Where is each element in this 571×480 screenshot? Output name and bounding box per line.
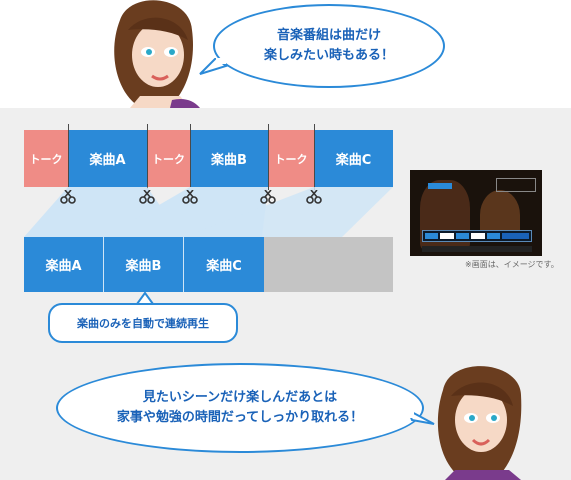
- timeline-song: 楽曲A: [68, 130, 147, 187]
- cut-line: [147, 124, 148, 190]
- cut-line: [314, 124, 315, 190]
- woman-illustration-top: [114, 0, 200, 108]
- playback-empty: [264, 237, 393, 292]
- timeline-song: 楽曲C: [314, 130, 393, 187]
- timeline-talk: トーク: [24, 130, 68, 187]
- scissors-icon: [182, 190, 198, 204]
- osd-label: [428, 183, 452, 189]
- bubble-text-line: 音楽番組は曲だけ: [276, 28, 381, 43]
- timeline-talk: トーク: [147, 130, 190, 187]
- caption-box: 楽曲のみを自動で連続再生: [48, 303, 238, 343]
- timeline-song: 楽曲B: [190, 130, 268, 187]
- scissors-icon: [60, 190, 76, 204]
- scissors-icon: [260, 190, 276, 204]
- cut-line: [268, 124, 269, 190]
- playback-song: 楽曲A: [24, 237, 104, 292]
- osd-controls: [422, 246, 532, 252]
- bubble-text-line: 見たいシーンだけ楽しんだあとは: [142, 390, 338, 405]
- osd-info: [496, 178, 536, 192]
- woman-illustration-bottom: [437, 366, 522, 480]
- connector-shapes: [24, 187, 393, 237]
- bubble-tail: [406, 408, 435, 425]
- cut-line: [190, 124, 191, 190]
- scissors-icon: [139, 190, 155, 204]
- scissors-icon: [306, 190, 322, 204]
- bubble-tail: [199, 58, 228, 75]
- speech-bubble-bottom: 見たいシーンだけ楽しんだあとは 家事や勉強の時間だってしっかり取れる！: [56, 363, 424, 453]
- timeline-talk: トーク: [268, 130, 314, 187]
- bubble-text-line: 家事や勉強の時間だってしっかり取れる！: [116, 410, 364, 425]
- caption-pointer: [136, 291, 154, 304]
- playback-song: 楽曲C: [184, 237, 264, 292]
- bubble-text-line: 楽しみたい時もある！: [263, 48, 394, 63]
- osd-timeline-bar: [422, 230, 532, 242]
- speech-bubble-top: 音楽番組は曲だけ 楽しみたい時もある！: [213, 4, 445, 88]
- cut-line: [68, 124, 69, 190]
- tv-note: ※画面は、イメージです。: [465, 260, 559, 269]
- tv-screen-image: [410, 170, 542, 256]
- playback-song: 楽曲B: [104, 237, 184, 292]
